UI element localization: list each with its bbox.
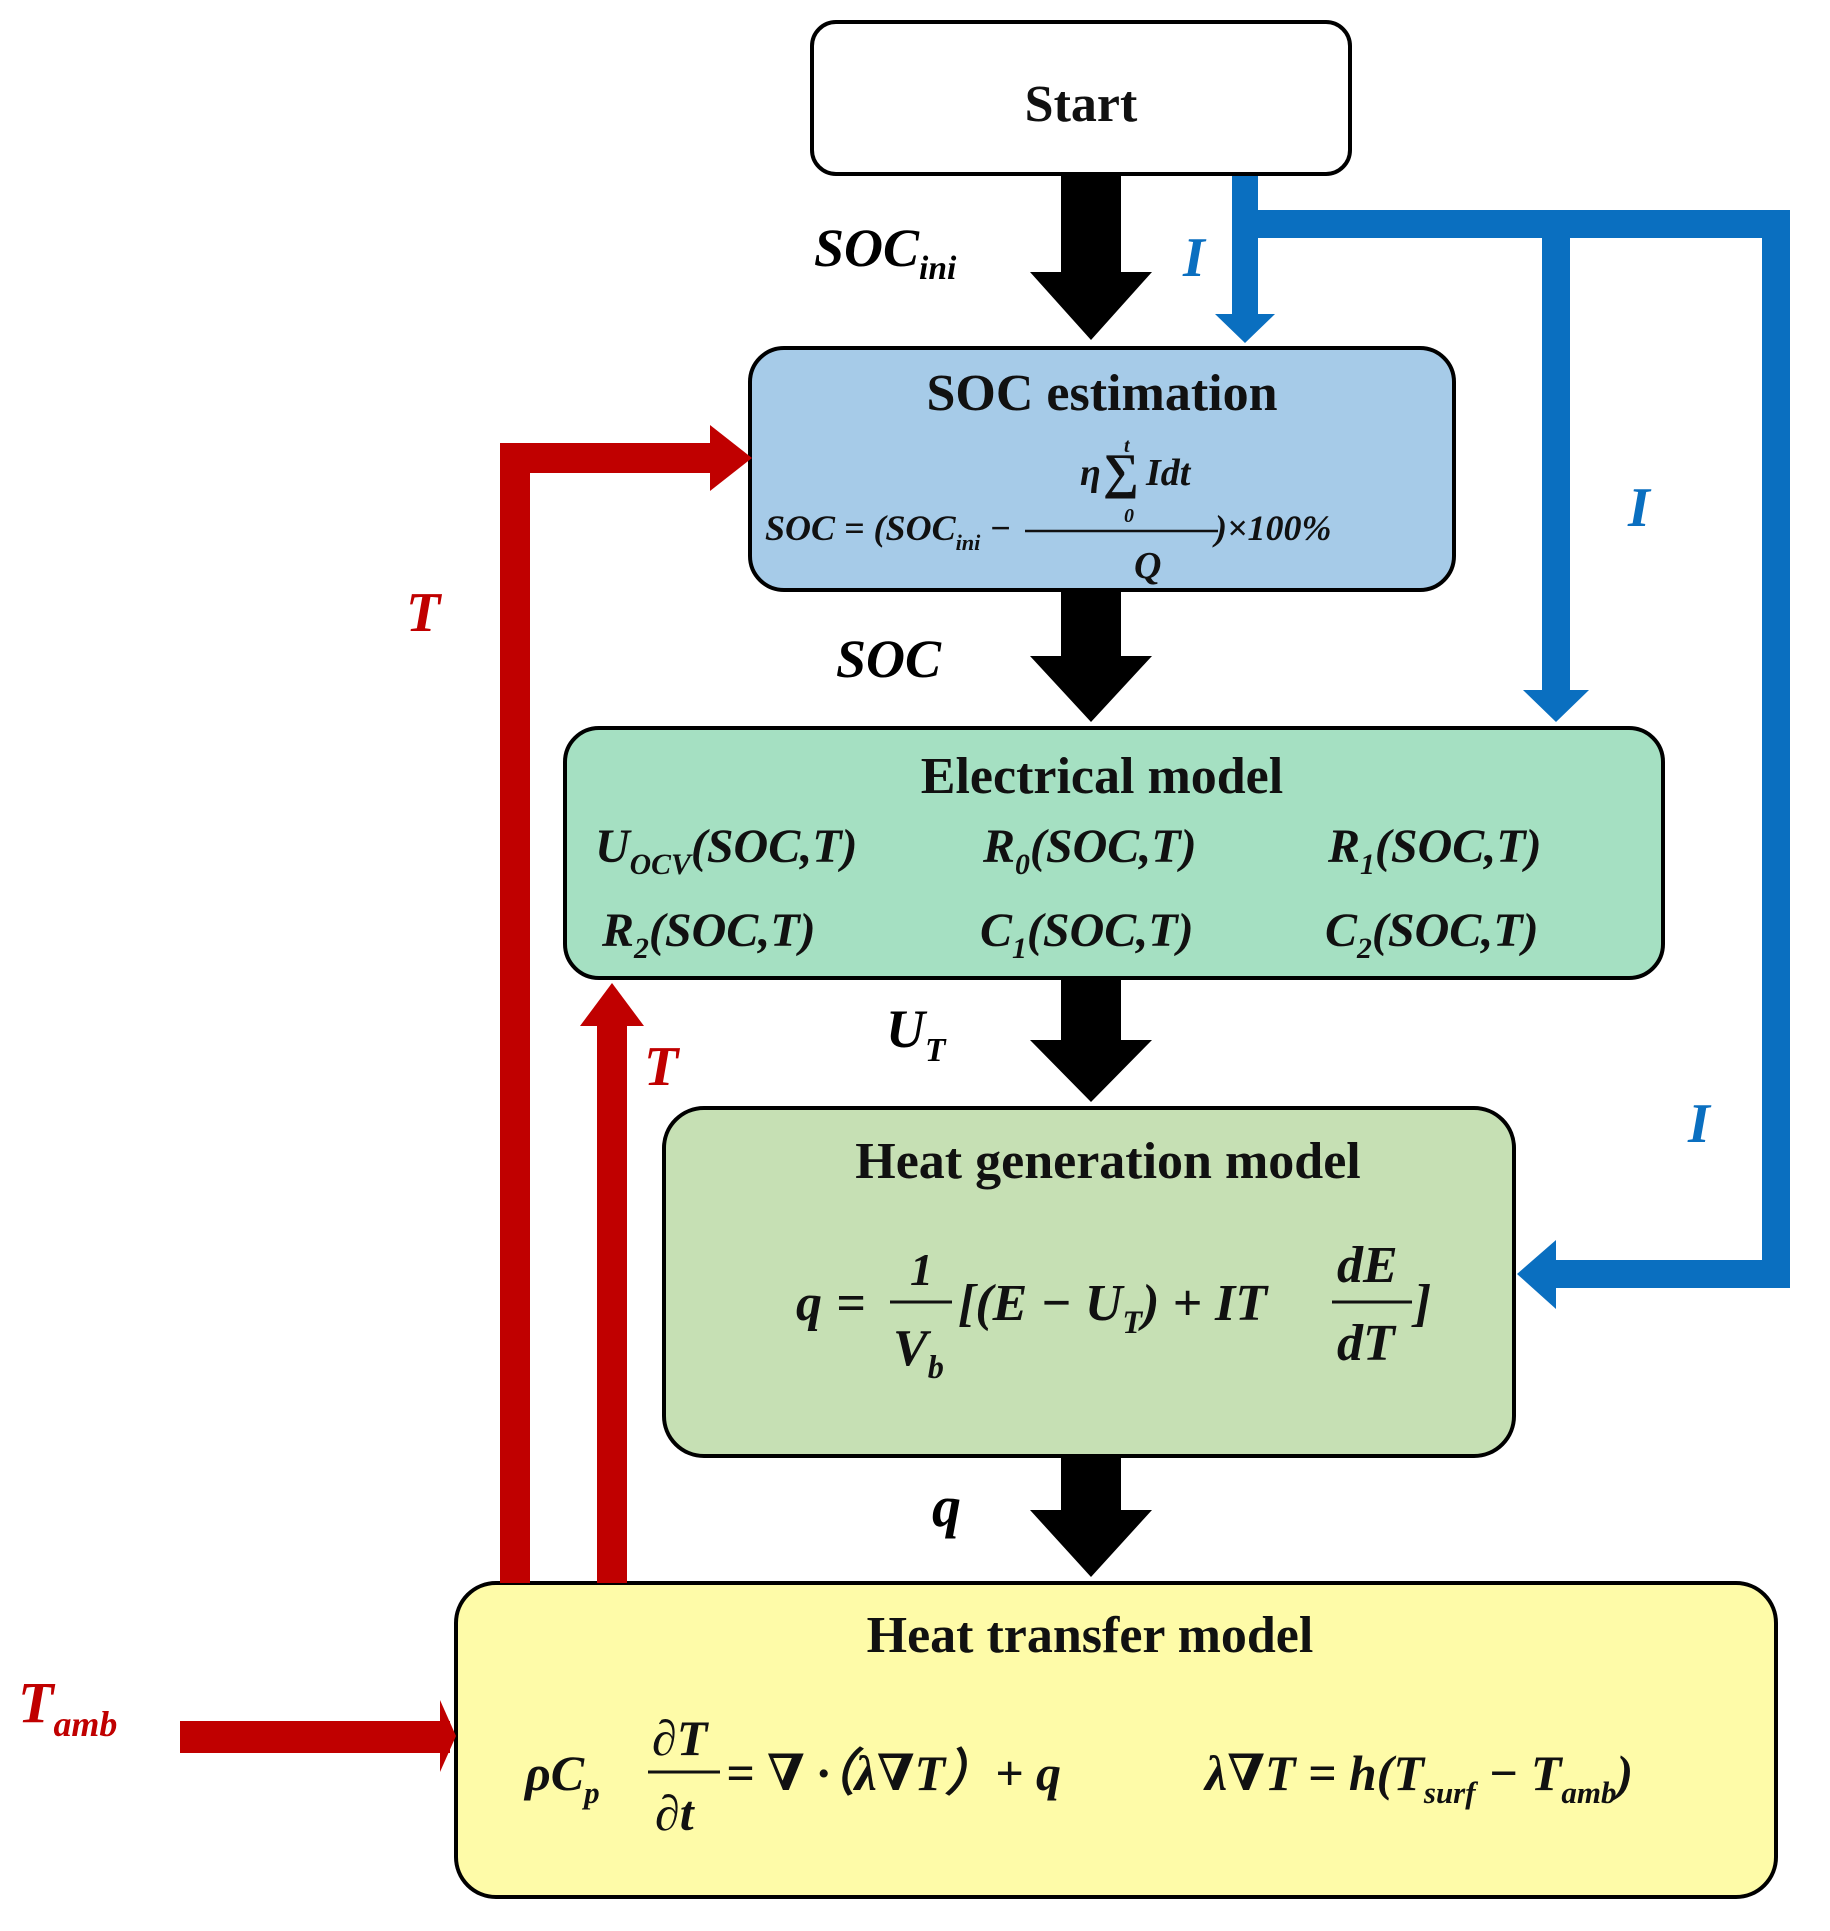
- start-box: Start: [810, 20, 1352, 176]
- soc-estimation-title: SOC estimation: [927, 365, 1278, 422]
- soc-eq-percent: )×100%: [1212, 508, 1332, 548]
- temp-amb-shaft: [180, 1721, 450, 1753]
- hg-close: ]: [1411, 1275, 1431, 1332]
- temp-arrowhead-soc: [710, 425, 752, 491]
- ht-dT: ∂T: [652, 1710, 710, 1766]
- heat-transfer-equations: ρCp ∂T ∂t = ∇ ·（λ∇T）+ q λ∇T = h(Tsurf − …: [523, 1710, 1633, 1841]
- electrical-model-box: Electrical model UOCV(SOC,T) R0(SOC,T) R…: [563, 726, 1665, 980]
- electrical-model-title: Electrical model: [921, 748, 1283, 805]
- ht-rho-cp: ρCp: [523, 1745, 600, 1810]
- label-ut: UT: [886, 999, 947, 1069]
- arrow-heatgen-to-transfer: [1030, 1456, 1152, 1577]
- arrow-start-to-soc: [1030, 174, 1152, 340]
- hg-dt: dT: [1337, 1315, 1397, 1372]
- label-i-top: I: [1182, 227, 1207, 289]
- soc-equation: SOC = (SOCini − η ∑ t 0 Idt Q )×100%: [765, 435, 1332, 587]
- current-arrowhead-electrical: [1523, 690, 1589, 722]
- ht-dt: ∂t: [655, 1785, 696, 1841]
- heat-transfer-model-box: Heat transfer model ρCp ∂T ∂t = ∇ ·（λ∇T）…: [454, 1581, 1778, 1899]
- temp-outer-horizontal: [500, 443, 718, 473]
- start-title: Start: [1025, 76, 1138, 133]
- soc-eq-lhs: SOC = (SOCini −: [765, 508, 1011, 555]
- param-uocv: UOCV(SOC,T): [595, 820, 858, 881]
- temp-outer-vertical: [500, 443, 530, 1583]
- param-r2: R2(SOC,T): [601, 904, 816, 965]
- heat-generation-title: Heat generation model: [855, 1133, 1360, 1190]
- hg-one: 1: [910, 1244, 933, 1295]
- hg-eq-sign: =: [836, 1275, 866, 1332]
- label-i-mid: I: [1627, 477, 1652, 539]
- temperature-arrows: [180, 425, 752, 1772]
- label-i-low: I: [1687, 1093, 1712, 1155]
- label-t-inner: T: [644, 1036, 681, 1098]
- current-top-bus: [1232, 210, 1790, 238]
- label-q: q: [932, 1474, 961, 1539]
- heat-generation-equation: q = 1 Vb [(E − UT) + IT dE dT ]: [796, 1237, 1431, 1385]
- temp-arrowhead-electrical: [580, 983, 644, 1026]
- label-t-outer: T: [406, 582, 443, 644]
- hg-vb: Vb: [893, 1320, 944, 1385]
- current-arrowhead-soc: [1215, 314, 1275, 343]
- current-drop-to-electrical: [1542, 210, 1570, 694]
- heat-transfer-title: Heat transfer model: [867, 1607, 1314, 1664]
- label-soc: SOC: [836, 629, 942, 689]
- flow-labels: SOCini SOC UT q I I I T T Tamb: [18, 218, 1712, 1744]
- ht-boundary: λ∇T = h(Tsurf − Tamb): [1203, 1745, 1633, 1810]
- current-right-vertical: [1762, 210, 1790, 1288]
- soc-eq-sum-lower: 0: [1124, 505, 1134, 527]
- temp-arrowhead-amb: [440, 1700, 456, 1772]
- current-arrowhead-heatgen: [1517, 1240, 1556, 1309]
- hg-de: dE: [1337, 1237, 1398, 1294]
- soc-eq-idt: Idt: [1145, 452, 1192, 494]
- current-bottom-horizontal: [1552, 1260, 1790, 1288]
- label-soc-ini: SOCini: [814, 218, 957, 287]
- heat-generation-model-box: Heat generation model q = 1 Vb [(E − UT)…: [662, 1106, 1516, 1458]
- current-down-from-start: [1232, 176, 1258, 216]
- arrow-soc-to-electrical: [1030, 590, 1152, 722]
- arrow-electrical-to-heatgen: [1030, 978, 1152, 1102]
- heat-transfer-frame: [454, 1581, 1778, 1899]
- soc-eq-sum-upper: t: [1124, 435, 1131, 457]
- main-flow-arrows: [1030, 174, 1152, 1577]
- current-arrows: [1215, 176, 1790, 1309]
- param-c2: C2(SOC,T): [1325, 904, 1539, 965]
- hg-q: q: [796, 1275, 822, 1332]
- ht-rhs: = ∇ ·（λ∇T）+ q: [726, 1745, 1061, 1801]
- electrical-params: UOCV(SOC,T) R0(SOC,T) R1(SOC,T) R2(SOC,T…: [595, 820, 1542, 965]
- label-t-amb: Tamb: [18, 1670, 117, 1744]
- soc-eq-sigma: ∑: [1103, 443, 1139, 499]
- hg-bracket: [(E − UT) + IT: [958, 1275, 1269, 1340]
- current-drop-to-soc: [1232, 210, 1258, 320]
- param-c1: C1(SOC,T): [980, 904, 1194, 965]
- param-r1: R1(SOC,T): [1327, 820, 1542, 881]
- temp-inner-vertical: [597, 1022, 627, 1583]
- param-r0: R0(SOC,T): [982, 820, 1197, 881]
- soc-eq-denominator: Q: [1134, 545, 1161, 587]
- soc-eq-eta: η: [1080, 452, 1101, 494]
- soc-estimation-box: SOC estimation SOC = (SOCini − η ∑ t 0 I…: [748, 346, 1456, 592]
